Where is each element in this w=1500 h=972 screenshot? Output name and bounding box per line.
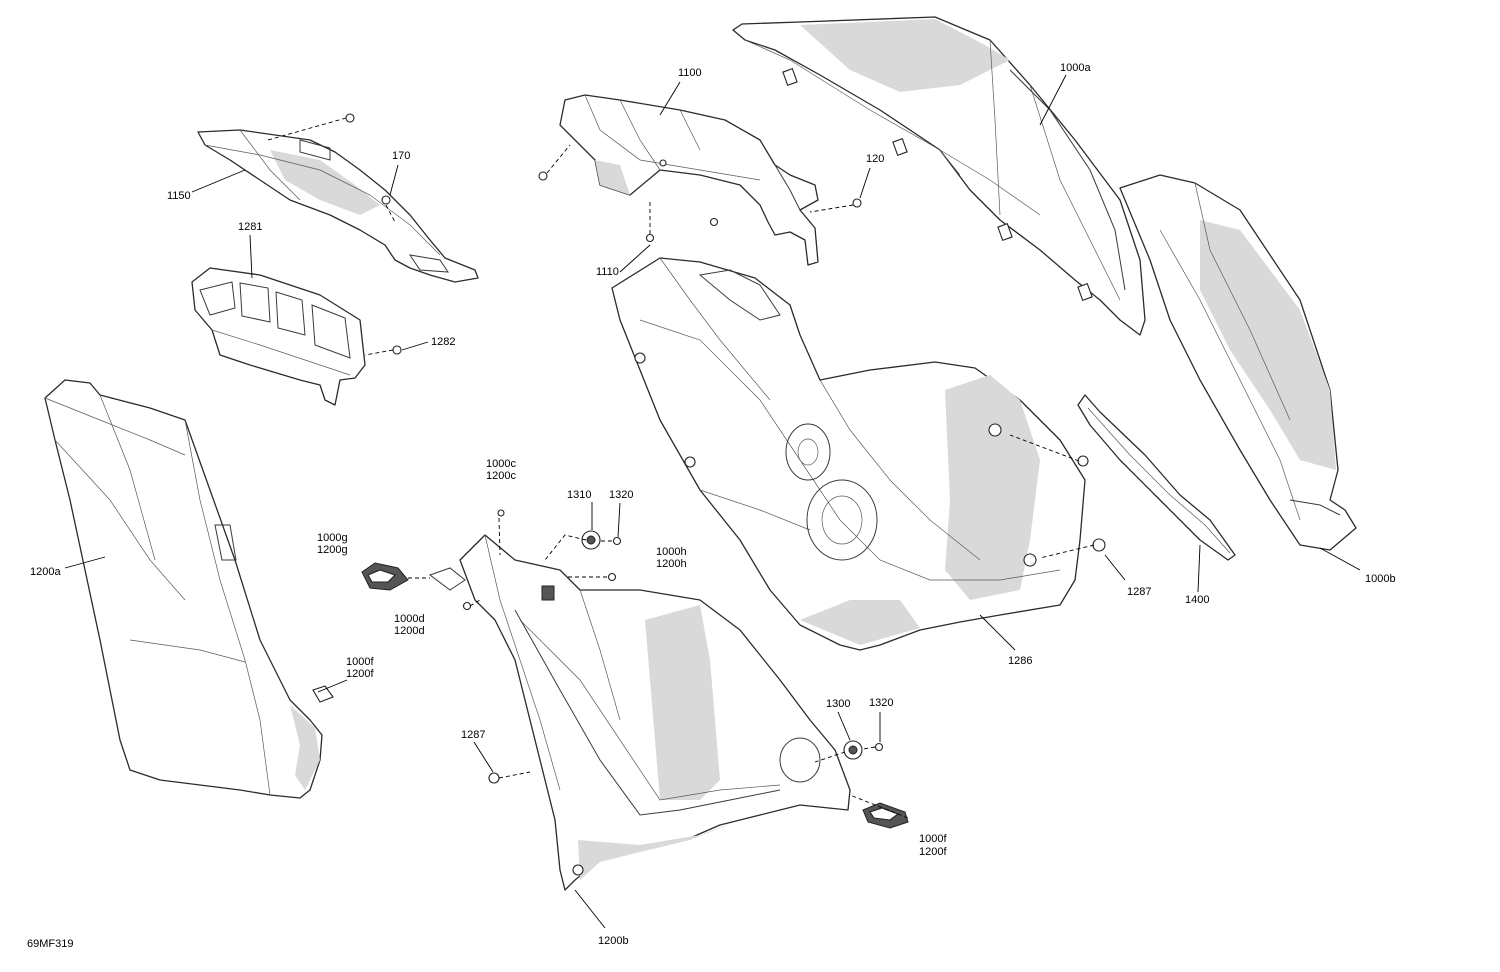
part-1281-grille-bracket[interactable] [191,267,366,406]
part-1286-central-panel[interactable] [611,257,1086,651]
part-1150-left-bracket[interactable] [197,129,479,283]
part-1320-screw-bottom[interactable] [874,742,884,752]
label-1300: 1300 [826,698,850,710]
label-1310: 1310 [567,489,591,501]
part-1110-screw[interactable] [645,217,719,243]
part-1000f-clip-right[interactable] [862,802,909,829]
leader-lines [64,74,1361,929]
label-1200g: 1200g [317,544,348,556]
label-1287-left: 1287 [461,729,485,741]
label-1150: 1150 [167,190,191,202]
label-1320-bottom: 1320 [869,697,893,709]
part-1000h-screw[interactable] [607,572,617,582]
part-1200a-left-panel[interactable] [44,379,323,799]
label-1000f-left: 1000f [346,656,374,668]
part-1200b-lower-panel[interactable] [428,534,851,891]
part-1287-washer-left[interactable] [488,772,500,784]
diagram-code: 69MF319 [27,938,73,950]
label-1287-right: 1287 [1127,586,1151,598]
part-1287-washer-right[interactable] [1077,455,1106,552]
part-1400-trim-strip[interactable] [1077,394,1236,561]
part-1300-grommet[interactable] [843,740,863,760]
label-1200h: 1200h [656,558,687,570]
label-1000c: 1000c [486,458,516,470]
part-170-screw[interactable] [381,195,391,205]
label-1400: 1400 [1185,594,1209,606]
part-screw-1100-left[interactable] [538,171,548,181]
label-1110: 1110 [596,266,619,278]
label-1320-top: 1320 [609,489,633,501]
label-1200c: 1200c [486,470,516,482]
part-1000a-upper-fairing[interactable] [732,16,1146,336]
part-1310-grommet[interactable] [581,530,601,550]
label-1000g: 1000g [317,532,348,544]
part-1000b-side-fairing[interactable] [1119,174,1357,551]
part-screw-top-left[interactable] [345,113,355,123]
label-1200f-left: 1200f [346,668,374,680]
label-1000d: 1000d [394,613,425,625]
part-1000f-clip-left[interactable] [312,685,334,703]
label-1200b: 1200b [598,935,629,947]
assembly-lines [267,117,1095,819]
label-1282: 1282 [431,336,455,348]
part-120-screw[interactable] [852,198,862,208]
label-1200a: 1200a [30,566,61,578]
callout-labels: 1000a 1000b 1100 1110 120 1150 170 1281 … [27,62,1396,950]
label-120: 120 [866,153,884,165]
label-1281: 1281 [238,221,262,233]
label-1000f-right: 1000f [919,833,947,845]
label-1200f-right: 1200f [919,846,947,858]
part-1100-upper-bracket[interactable] [559,94,819,266]
part-1000c-screw[interactable] [497,509,505,517]
part-1000g-clip[interactable] [361,562,409,591]
label-1000b: 1000b [1365,573,1396,585]
part-1000d-screw[interactable] [462,601,472,611]
label-1100: 1100 [678,67,702,79]
label-1200d: 1200d [394,625,425,637]
label-1000a: 1000a [1060,62,1091,74]
part-1282-screw[interactable] [392,345,402,355]
label-1286: 1286 [1008,655,1032,667]
part-1320-screw-top[interactable] [612,536,622,546]
label-170: 170 [392,150,410,162]
label-1000h: 1000h [656,546,687,558]
